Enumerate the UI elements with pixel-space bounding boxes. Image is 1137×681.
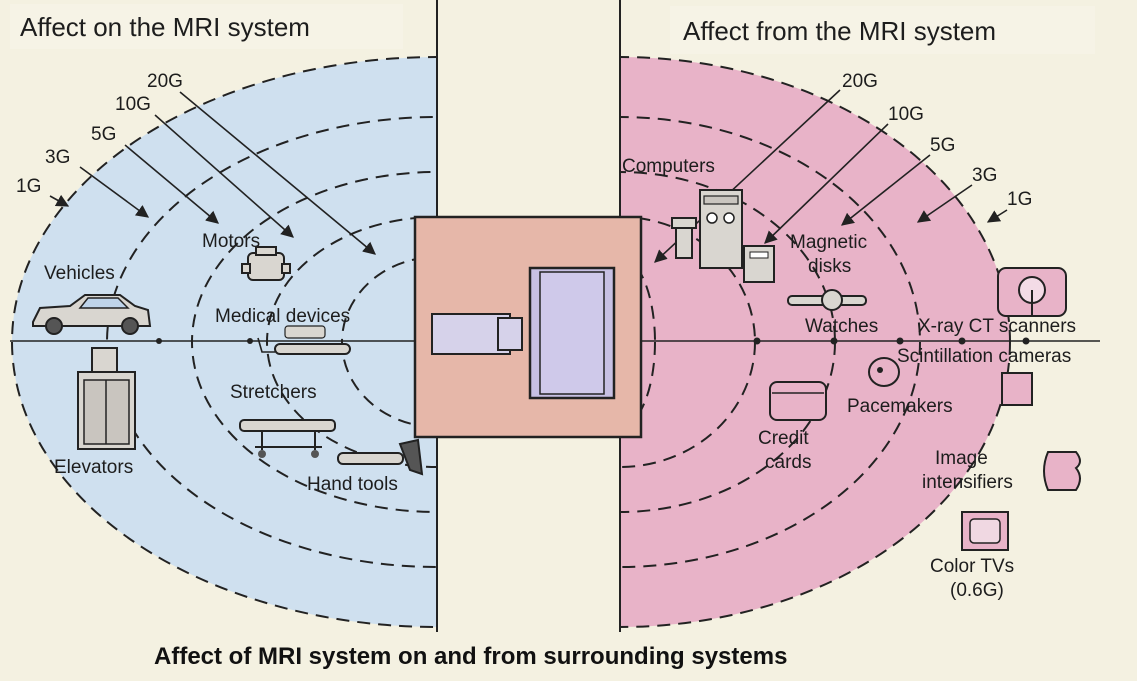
- label-pacemakers: Pacemakers: [847, 396, 953, 417]
- mri-magnet-icon: [413, 215, 643, 439]
- label-motors: Motors: [202, 231, 260, 252]
- left-field-pointers: [49, 91, 376, 255]
- pacemaker-icon: [868, 357, 900, 387]
- credit-card-icon: [769, 381, 827, 421]
- ct-scanner-icon: [997, 267, 1067, 317]
- label-disks: disks: [808, 256, 851, 277]
- car-icon: [32, 294, 152, 335]
- right-field-3g: 3G: [972, 165, 997, 186]
- right-header: Affect from the MRI system: [683, 16, 996, 46]
- magnetic-disk-icon: [743, 245, 775, 283]
- left-field-1g: 1G: [16, 176, 41, 197]
- label-medical-devices: Medical devices: [215, 306, 350, 327]
- right-field-1g: 1G: [1007, 189, 1032, 210]
- scintillation-camera-icon: [1001, 372, 1033, 406]
- medical-device-icon: [257, 325, 351, 355]
- color-tv-icon: [961, 511, 1009, 551]
- elevator-icon: [77, 347, 136, 450]
- left-field-3g: 3G: [45, 147, 70, 168]
- label-image: Image: [935, 448, 988, 469]
- label-computers: Computers: [622, 156, 715, 177]
- motor-icon: [241, 246, 291, 281]
- left-header: Affect on the MRI system: [20, 12, 310, 42]
- label-watches: Watches: [805, 316, 878, 337]
- label-color-tvs: Color TVs: [930, 556, 1014, 577]
- hammer-icon: [337, 438, 424, 476]
- label-intensifiers: intensifiers: [922, 472, 1013, 493]
- label-credit: Credit: [758, 428, 809, 449]
- label-cards: cards: [765, 452, 811, 473]
- right-field-10g: 10G: [888, 104, 924, 125]
- label-elevators: Elevators: [54, 457, 133, 478]
- label-hand-tools: Hand tools: [307, 474, 398, 495]
- left-field-5g: 5G: [91, 124, 116, 145]
- right-field-20g: 20G: [842, 71, 878, 92]
- left-header-box: [10, 4, 403, 49]
- watch-icon: [787, 289, 867, 311]
- diagram-caption: Affect of MRI system on and from surroun…: [154, 643, 787, 670]
- label-magnetic: Magnetic: [790, 232, 867, 253]
- label-color-tvs-value: (0.6G): [950, 580, 1004, 601]
- computer-icon: [671, 189, 743, 269]
- left-field-20g: 20G: [147, 71, 183, 92]
- right-field-5g: 5G: [930, 135, 955, 156]
- left-field-zone: [11, 56, 437, 628]
- label-scintillation: Scintillation cameras: [897, 346, 1071, 367]
- axis-dots: [156, 337, 1030, 345]
- image-intensifier-icon: [1043, 451, 1081, 491]
- right-header-box: [670, 6, 1095, 54]
- label-stretchers: Stretchers: [230, 382, 317, 403]
- label-xray-ct: X-ray CT scanners: [918, 316, 1076, 337]
- left-field-10g: 10G: [115, 94, 151, 115]
- stretcher-icon: [239, 419, 336, 458]
- label-vehicles: Vehicles: [44, 263, 115, 284]
